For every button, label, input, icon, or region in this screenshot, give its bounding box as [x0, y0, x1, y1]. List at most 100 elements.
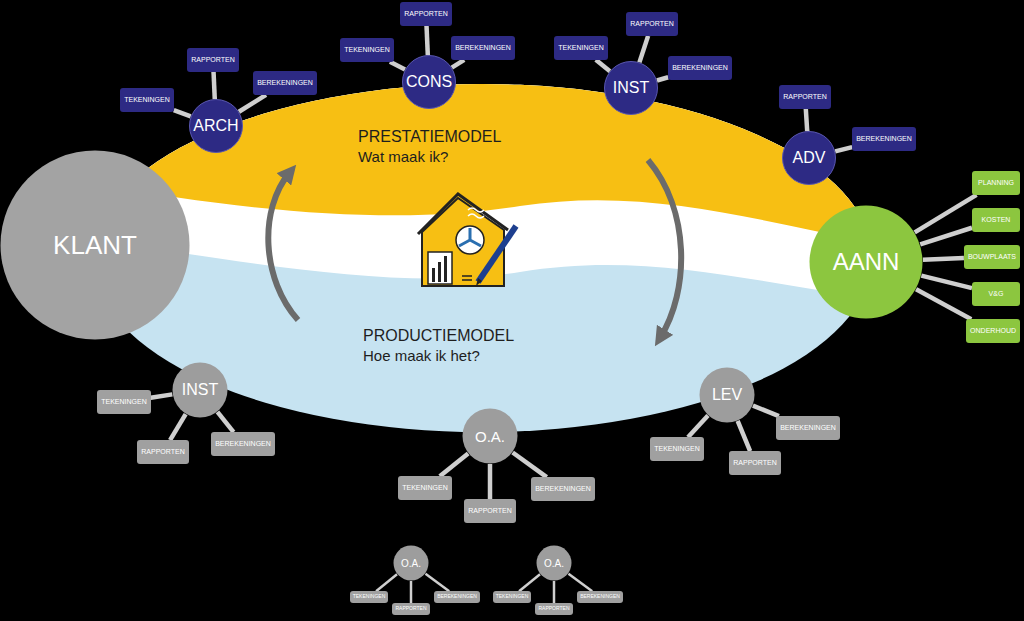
document-box: RAPPORTEN — [779, 85, 830, 109]
document-type: TEKENINGEN — [654, 445, 700, 453]
connector-line — [568, 574, 592, 592]
connector-line — [217, 412, 233, 432]
role-name: O.A. — [475, 428, 505, 445]
document-type: RAPPORTEN — [404, 10, 447, 18]
connector-line — [688, 416, 708, 438]
document-box: BEREKENINGEN — [434, 591, 480, 603]
role-circle: ADV — [782, 131, 836, 185]
document-type: BEREKENINGEN — [580, 594, 620, 600]
role-name: ADV — [793, 149, 826, 167]
document-box: ONDERHOUD — [966, 319, 1020, 343]
connector-line — [921, 276, 972, 288]
connector-line — [920, 228, 972, 245]
document-type: RAPPORTEN — [191, 56, 234, 64]
model-ellipse — [80, 80, 890, 440]
role-name: KLANT — [53, 230, 137, 261]
connector-line — [916, 289, 971, 319]
document-box: TEKENINGEN — [120, 88, 174, 112]
document-box: TEKENINGEN — [97, 390, 151, 414]
document-box: RAPPORTEN — [392, 603, 429, 615]
model-label: PRESTATIEMODEL — [358, 127, 501, 146]
role-circle: LEV — [699, 367, 755, 423]
document-type: RAPPORTEN — [630, 20, 673, 28]
document-type: BEREKENINGEN — [672, 64, 728, 72]
document-type: TEKENINGEN — [101, 398, 147, 406]
document-type: RAPPORTEN — [783, 93, 826, 101]
document-type: RAPPORTEN — [141, 448, 184, 456]
connector-line — [376, 574, 397, 591]
document-type: BEREKENINGEN — [455, 44, 511, 52]
connector-line — [806, 109, 807, 131]
cycle-arrow — [268, 172, 298, 320]
model-label: Hoe maak ik het? — [363, 347, 480, 365]
role-name: INST — [182, 381, 218, 399]
document-type: PLANNING — [976, 179, 1016, 187]
document-box: BEREKENINGEN — [852, 127, 916, 151]
document-type: TEKENINGEN — [344, 46, 390, 54]
connector-line — [151, 394, 173, 397]
document-type: TEKENINGEN — [353, 594, 386, 600]
document-type: BEREKENINGEN — [215, 440, 271, 448]
connector-line — [214, 72, 215, 99]
document-type: TEKENINGEN — [124, 96, 170, 104]
role-name: ARCH — [193, 117, 238, 135]
document-box: TEKENINGEN — [340, 38, 394, 62]
connector-line — [427, 26, 428, 55]
role-circle: O.A. — [462, 408, 518, 464]
document-type: BEREKENINGEN — [257, 79, 313, 87]
connector-line — [553, 581, 556, 603]
role-circle: INST — [172, 362, 228, 418]
document-box: KOSTEN — [972, 208, 1020, 232]
connector-line — [753, 406, 779, 417]
document-type: ONDERHOUD — [970, 327, 1016, 335]
document-box: TEKENINGEN — [554, 36, 608, 60]
document-type: RAPPORTEN — [468, 507, 511, 515]
role-circle: ARCH — [189, 99, 243, 153]
document-box: BEREKENINGEN — [253, 71, 317, 95]
document-box: RAPPORTEN — [400, 2, 451, 26]
document-type: BEREKENINGEN — [780, 424, 836, 432]
document-type: TEKENINGEN — [558, 44, 604, 52]
role-name: CONS — [406, 73, 452, 91]
document-box: RAPPORTEN — [535, 603, 572, 615]
role-name: AANN — [833, 248, 900, 276]
document-type: RAPPORTEN — [538, 606, 569, 612]
connector-line — [410, 581, 413, 603]
role-circle: INST — [604, 61, 658, 115]
role-name: INST — [613, 79, 649, 97]
document-type: BEREKENINGEN — [535, 485, 591, 493]
document-type: RAPPORTEN — [733, 459, 776, 467]
document-type: V&G — [976, 290, 1016, 298]
connector-line — [170, 414, 186, 440]
connector-line — [513, 452, 547, 477]
connector-line — [390, 62, 405, 70]
document-type: BEREKENINGEN — [856, 135, 912, 143]
connector-line — [639, 36, 648, 63]
model-label: PRODUCTIEMODEL — [363, 326, 514, 345]
document-box: BEREKENINGEN — [668, 56, 732, 80]
role-name: O.A. — [401, 558, 421, 569]
document-type: KOSTEN — [976, 216, 1016, 224]
role-name: LEV — [712, 386, 742, 404]
connector-line — [596, 60, 610, 71]
connector-line — [657, 77, 668, 80]
connector-line — [239, 95, 266, 112]
connector-line — [738, 421, 750, 451]
document-box: RAPPORTEN — [626, 12, 677, 36]
document-box: TEKENINGEN — [493, 591, 532, 603]
document-box: RAPPORTEN — [187, 48, 238, 72]
connector-line — [488, 464, 493, 499]
document-box: TEKENINGEN — [398, 476, 452, 500]
document-box: BEREKENINGEN — [776, 416, 840, 440]
connector-line — [835, 147, 852, 151]
model-label: Wat maak ik? — [358, 148, 448, 166]
document-box: PLANNING — [972, 171, 1020, 195]
document-type: BOUWPLAATS — [968, 253, 1016, 261]
document-box: TEKENINGEN — [650, 437, 704, 461]
connector-line — [452, 60, 464, 68]
connector-line — [923, 258, 964, 260]
role-name: O.A. — [544, 558, 564, 569]
connector-line — [425, 574, 449, 592]
document-box: BEREKENINGEN — [531, 477, 595, 501]
document-box: BOUWPLAATS — [964, 245, 1020, 269]
